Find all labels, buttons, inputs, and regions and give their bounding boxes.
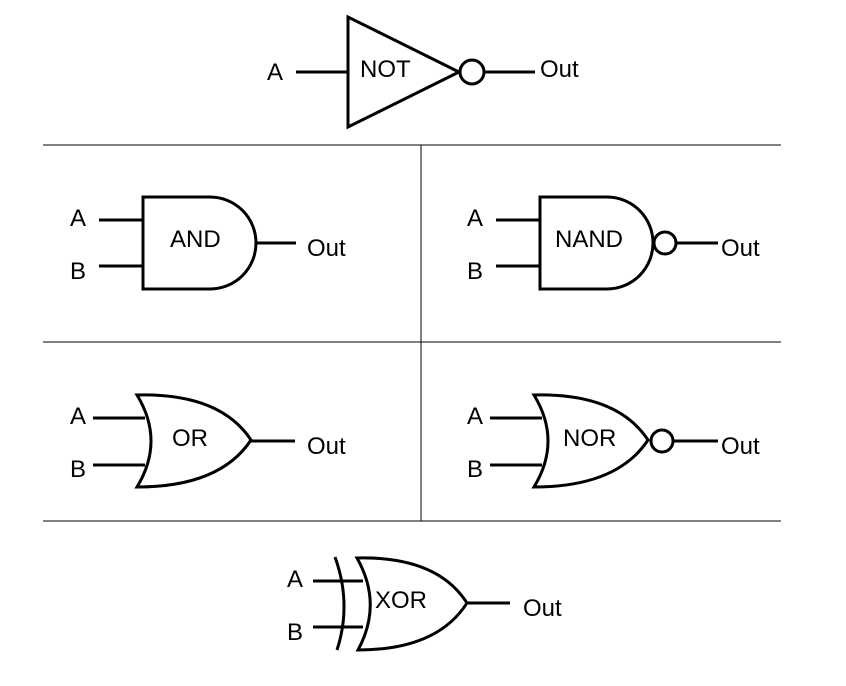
nand-gate: A B NAND Out bbox=[467, 195, 760, 291]
nor-input-a-label: A bbox=[467, 403, 483, 430]
nor-output-label: Out bbox=[721, 433, 760, 460]
not-inversion-bubble bbox=[458, 58, 486, 86]
nor-input-b-label: B bbox=[467, 456, 483, 483]
not-gate: A NOT Out bbox=[267, 14, 579, 130]
not-gate-body bbox=[346, 14, 463, 130]
nand-output-label: Out bbox=[721, 235, 760, 262]
not-output-label: Out bbox=[540, 56, 579, 83]
not-input-a-label: A bbox=[267, 59, 283, 86]
or-output-label: Out bbox=[307, 433, 346, 460]
and-gate: A B AND Out bbox=[70, 195, 346, 291]
or-input-b-label: B bbox=[70, 456, 86, 483]
not-gate-label: NOT bbox=[360, 56, 411, 83]
and-gate-label: AND bbox=[170, 226, 221, 253]
xor-input-b-label: B bbox=[287, 619, 303, 646]
and-input-b-label: B bbox=[70, 258, 86, 285]
nor-inversion-bubble bbox=[649, 428, 675, 454]
nand-input-a-label: A bbox=[467, 205, 483, 232]
xor-gate-label: XOR bbox=[375, 587, 427, 614]
nand-inversion-bubble bbox=[652, 230, 678, 256]
xor-output-label: Out bbox=[523, 595, 562, 622]
and-gate-body bbox=[141, 195, 258, 291]
nand-input-b-label: B bbox=[467, 258, 483, 285]
xor-gate: A B XOR Out bbox=[287, 556, 562, 652]
or-gate-label: OR bbox=[172, 425, 208, 452]
or-gate: A B OR Out bbox=[70, 393, 346, 489]
xor-gate-body bbox=[354, 556, 469, 652]
and-input-a-label: A bbox=[70, 205, 86, 232]
nor-gate-body bbox=[531, 393, 650, 489]
nor-gate: A B NOR Out bbox=[467, 393, 760, 489]
and-output-label: Out bbox=[307, 235, 346, 262]
nand-gate-label: NAND bbox=[555, 226, 623, 253]
xor-extra-curve bbox=[333, 556, 346, 651]
or-gate-body bbox=[134, 393, 253, 489]
or-input-a-label: A bbox=[70, 403, 86, 430]
nor-gate-label: NOR bbox=[563, 425, 616, 452]
xor-input-a-label: A bbox=[287, 566, 303, 593]
